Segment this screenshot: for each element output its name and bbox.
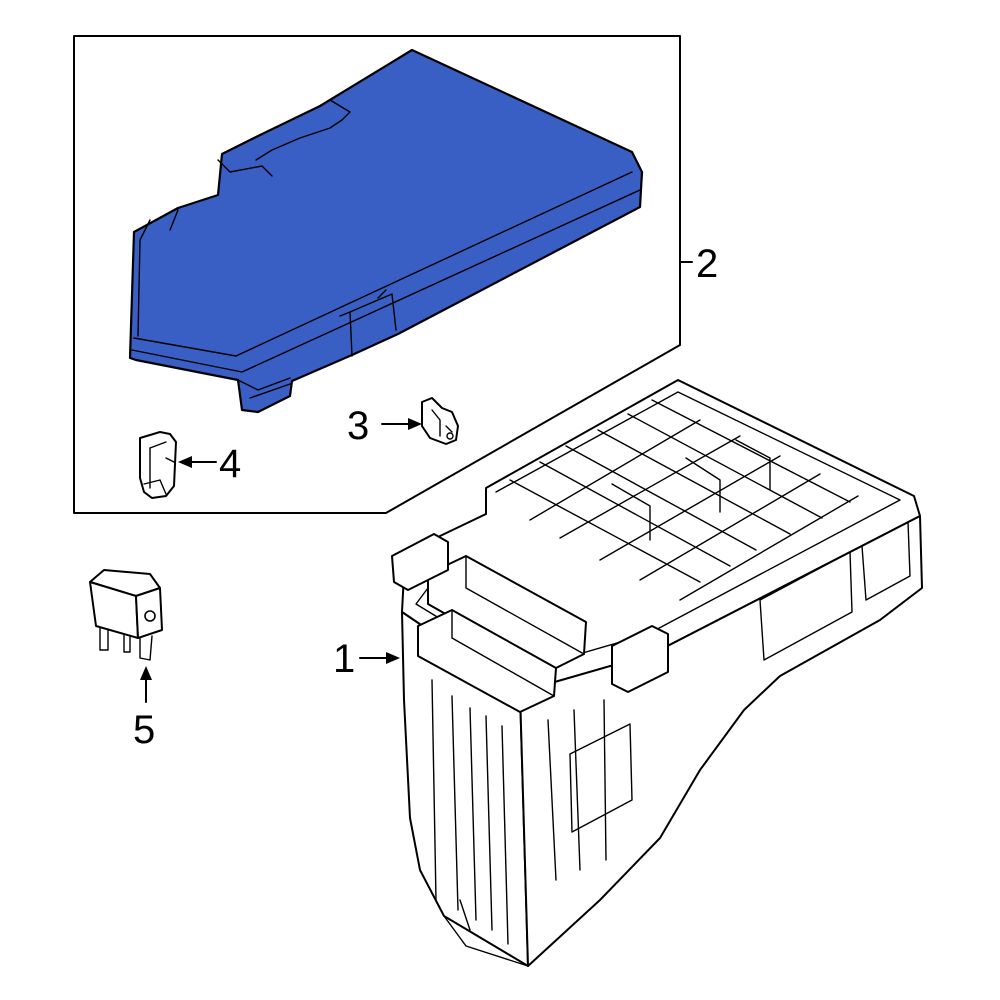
cover-rim-line-2 <box>131 189 641 373</box>
cover-front-step <box>237 377 291 399</box>
clip-detail <box>431 409 453 437</box>
cover-body <box>128 48 644 414</box>
box-foot <box>443 899 529 967</box>
relay <box>89 569 163 661</box>
callout-label-4: 4 <box>219 442 241 486</box>
fuse-slots <box>509 399 859 601</box>
body-window-1 <box>759 551 853 661</box>
relay-screw <box>144 610 156 622</box>
front-connector <box>611 625 669 693</box>
cover-notch <box>255 99 351 161</box>
puller-detail <box>143 441 175 495</box>
cover-group-frame <box>73 35 681 514</box>
body-window-3 <box>569 723 633 833</box>
fuse-relay-box <box>391 379 923 967</box>
cover-side-rib <box>137 209 179 337</box>
relay-pins <box>99 627 153 661</box>
callout-label-1: 1 <box>333 637 355 681</box>
callout-5-arrow <box>140 666 152 703</box>
cover-latch-right <box>339 289 397 357</box>
body-ribs <box>431 679 607 945</box>
clip-hole <box>446 432 454 440</box>
cover-latch-top <box>217 159 273 177</box>
puller-body <box>139 431 177 499</box>
callout-label-2: 2 <box>696 242 718 286</box>
body-window-2 <box>861 521 911 601</box>
fuse-puller <box>139 431 177 499</box>
cover-rim-line <box>133 171 633 357</box>
callout-4-arrow <box>178 456 217 468</box>
callout-label-3: 3 <box>347 404 369 448</box>
callout-1-arrow <box>359 652 400 664</box>
relay-block-lines <box>451 555 585 697</box>
fuse-box-cover <box>128 48 644 414</box>
callout-3-arrow <box>381 418 422 430</box>
box-top-tab <box>391 533 449 591</box>
callout-label-5: 5 <box>133 708 155 752</box>
small-clip <box>421 397 459 445</box>
